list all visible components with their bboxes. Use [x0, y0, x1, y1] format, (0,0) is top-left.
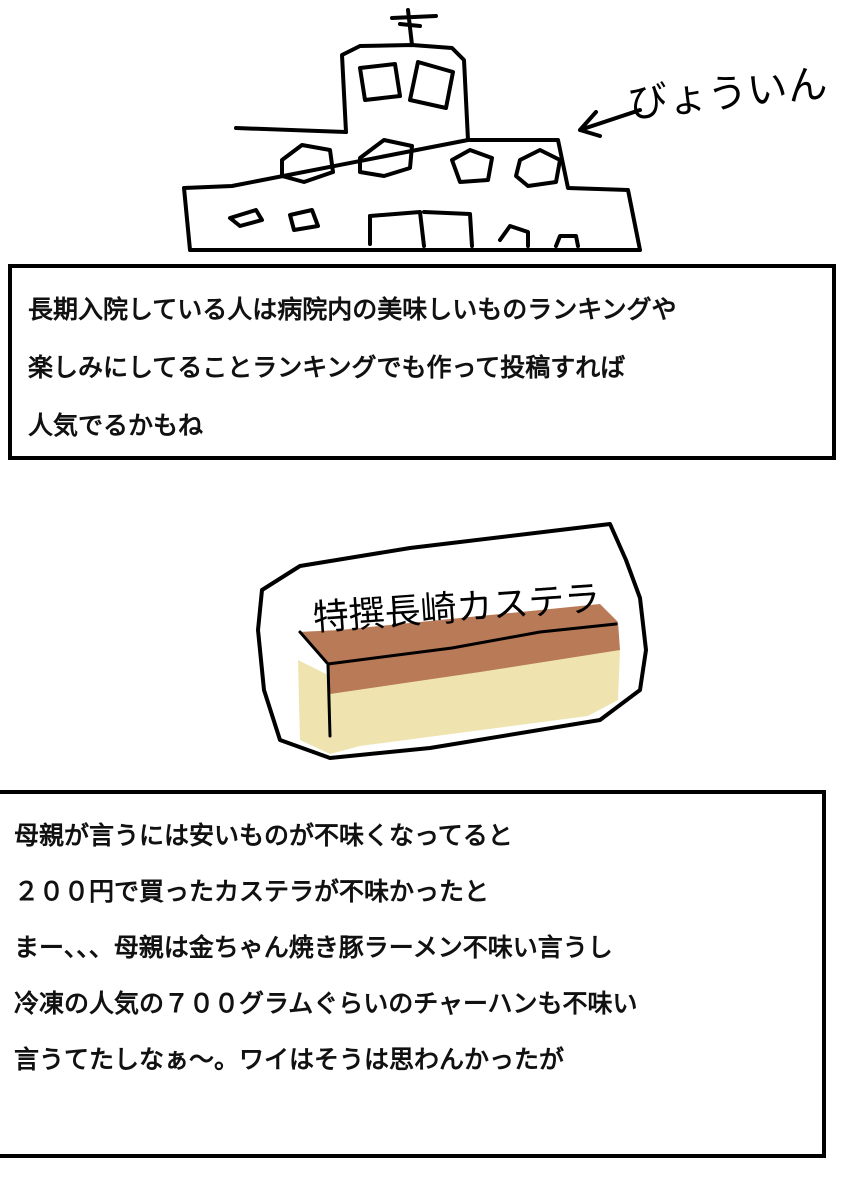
bottom-caption-line-5: 言うてたしなぁ～。ワイはそうは思わんかったが	[14, 1045, 565, 1074]
bottom-caption-box: 母親が言うには安いものが不味くなってると ２００円で買ったカステラが不味かったと…	[0, 790, 826, 1158]
castella-illustration: 特撰長崎カステラ	[256, 522, 648, 760]
bottom-caption-line-2: ２００円で買ったカステラが不味かったと	[14, 877, 490, 906]
top-caption-line-2: 楽しみにしてることランキングでも作って投稿すれば	[28, 353, 626, 382]
hospital-illustration: びょういん	[182, 8, 829, 252]
bottom-caption-line-1: 母親が言うには安いものが不味くなってると	[14, 821, 513, 850]
hospital-tower-shape	[340, 43, 470, 142]
top-caption-box: 長期入院している人は病院内の美味しいものランキングや 楽しみにしてることランキン…	[8, 264, 836, 460]
castella-crust-shape	[298, 604, 620, 694]
pointer-arrow-icon	[578, 108, 642, 138]
top-caption-line-1: 長期入院している人は病院内の美味しいものランキングや	[28, 295, 677, 324]
hospital-antenna-icon	[390, 8, 438, 47]
hospital-body-shape	[182, 126, 642, 252]
bottom-caption-line-3: まー、、、母親は金ちゃん焼き豚ラーメン不味い言うし	[14, 933, 613, 962]
bottom-caption-line-4: 冷凍の人気の７００グラムぐらいのチャーハンも不味い	[14, 989, 638, 1018]
top-caption-line-3: 人気でるかもね	[28, 411, 204, 440]
castella-package-shape	[256, 522, 648, 760]
